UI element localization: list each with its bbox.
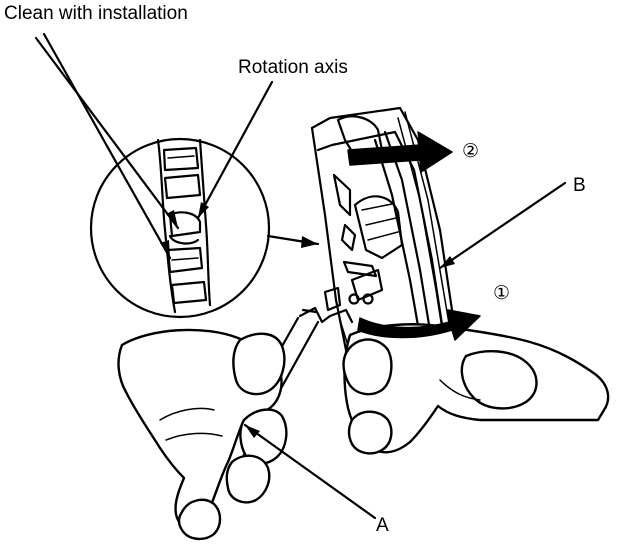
wiper-arm-clip — [298, 115, 404, 353]
label-rotation-axis: Rotation axis — [238, 57, 348, 78]
left-hand — [117, 328, 288, 541]
leader-b — [438, 181, 567, 270]
leader-inset-to-clip — [266, 234, 320, 248]
label-step-1: ① — [493, 282, 511, 304]
label-clean-with-installation: Clean with installation — [4, 3, 188, 24]
leader-a — [243, 423, 377, 520]
detail-inset — [89, 137, 271, 319]
label-b: B — [573, 175, 586, 196]
leader-rotation-axis — [196, 80, 274, 220]
arrow-step-2 — [347, 131, 453, 173]
arrow-step-1 — [357, 309, 481, 341]
right-hand — [342, 323, 610, 455]
label-step-2: ② — [462, 140, 480, 162]
leader-clean — [34, 32, 180, 260]
label-a: A — [376, 515, 389, 536]
